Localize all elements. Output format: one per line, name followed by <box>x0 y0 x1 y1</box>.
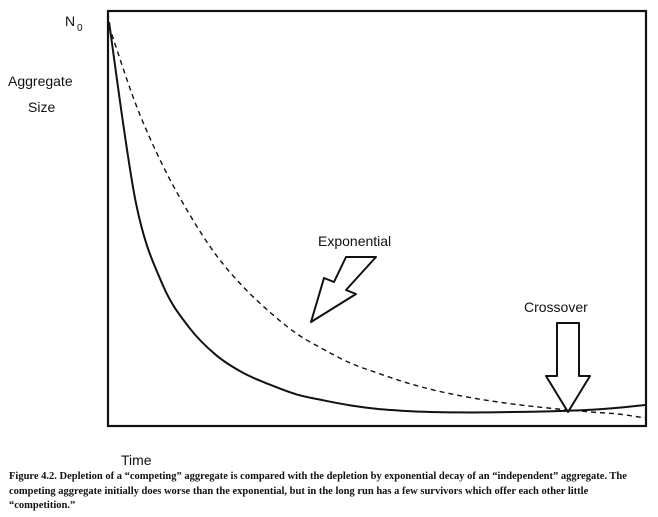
y-axis-label-line1: Aggregate <box>8 73 73 89</box>
curves <box>108 21 646 419</box>
plot-frame <box>106 9 648 428</box>
annotation-crossover-label: Crossover <box>524 299 588 315</box>
chart: N 0 Aggregate Size Time Exponential Cros… <box>8 9 648 468</box>
y-tick-n: N <box>65 13 75 29</box>
figure-caption: Figure 4.2. Depletion of a “competing” a… <box>9 471 627 511</box>
x-axis-label: Time <box>121 452 152 468</box>
y-tick-0-subscript: 0 <box>77 23 83 34</box>
series-exponential-line <box>108 25 646 419</box>
series-competing-line <box>108 21 646 414</box>
arrow-exponential-icon <box>310 256 377 323</box>
y-axis-label-line2: Size <box>28 99 55 115</box>
arrow-crossover-icon <box>545 322 591 413</box>
annotation-exponential-label: Exponential <box>318 233 391 249</box>
